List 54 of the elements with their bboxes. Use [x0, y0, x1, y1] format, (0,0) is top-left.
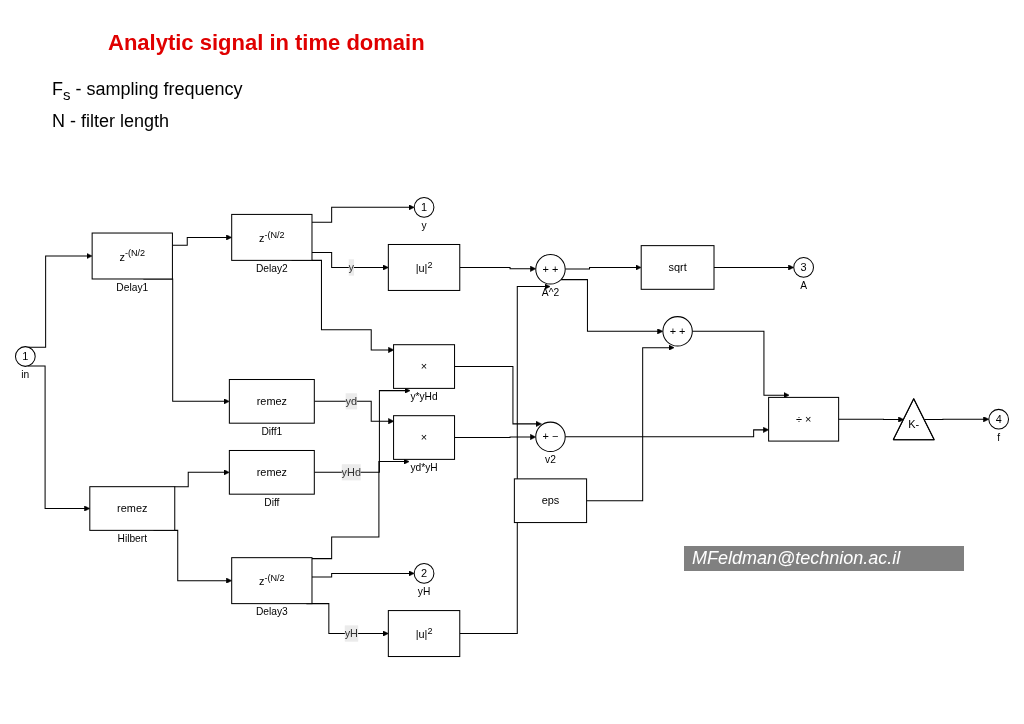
block-name: Diff1 — [261, 425, 283, 437]
node-box: remez — [228, 379, 315, 424]
block-name: Delay2 — [255, 263, 288, 274]
node-box: × — [393, 415, 456, 460]
node-box: remez — [228, 450, 315, 495]
node-box: |u|$^{2}$ — [387, 244, 461, 291]
node-circle: 4 — [988, 408, 1010, 430]
arrow — [311, 570, 415, 578]
edge-label: yH — [344, 627, 358, 640]
node-box: sqrt — [640, 245, 715, 290]
arrow — [311, 252, 389, 271]
arrow — [311, 458, 410, 560]
block-name: Diff — [264, 496, 280, 508]
arrow — [311, 204, 415, 223]
node-box: z$^{-(N/2}$ — [91, 232, 173, 280]
edge-label: yd — [345, 395, 358, 407]
arrow — [838, 416, 905, 423]
block-name: f — [997, 431, 1001, 443]
node-box: eps — [513, 478, 588, 524]
block-name: y*yHd — [410, 391, 438, 402]
node-box: z$^{-(N/2}$ — [231, 213, 313, 261]
node-box: remez — [89, 486, 176, 531]
block-name: yd*yH — [410, 462, 438, 473]
arrow — [586, 344, 675, 502]
edge-label: yHd — [341, 466, 362, 478]
block-name: Hilbert — [117, 532, 148, 544]
block-name: v2 — [545, 454, 556, 466]
note-text: F$_{s}$ - sampling frequency — [52, 78, 243, 105]
arrow — [173, 469, 230, 488]
note-text: N - filter length — [52, 109, 171, 133]
arrow — [454, 366, 542, 427]
node-circle: 1 — [14, 346, 36, 367]
edge-label: y — [348, 261, 355, 273]
block-name: Delay1 — [116, 281, 149, 293]
node-box: |u|$^{2}$ — [387, 610, 461, 658]
node-circle: + + — [662, 316, 693, 347]
arrow — [459, 283, 551, 635]
node-box: z$^{-(N/2}$ — [231, 557, 313, 605]
block-name: yH — [417, 585, 431, 597]
node-circle: 2 — [413, 563, 435, 584]
block-name: in — [21, 368, 30, 380]
block-name: A^2 — [541, 286, 560, 298]
arrow — [28, 253, 93, 348]
block-name: Delay3 — [255, 606, 288, 618]
author-email-label: MFeldman@technion.ac.il — [684, 546, 964, 571]
node-box: ÷ × — [768, 396, 840, 442]
node-circle: + + — [535, 254, 566, 285]
block-name: A — [800, 279, 808, 291]
node-circle: 3 — [793, 257, 814, 278]
node-circle: + − — [535, 421, 566, 453]
node-box: × — [393, 344, 456, 389]
block-name: y — [421, 219, 427, 231]
node-circle: 1 — [413, 196, 435, 218]
diagram-title: Analytic signal in time domain — [108, 30, 425, 56]
